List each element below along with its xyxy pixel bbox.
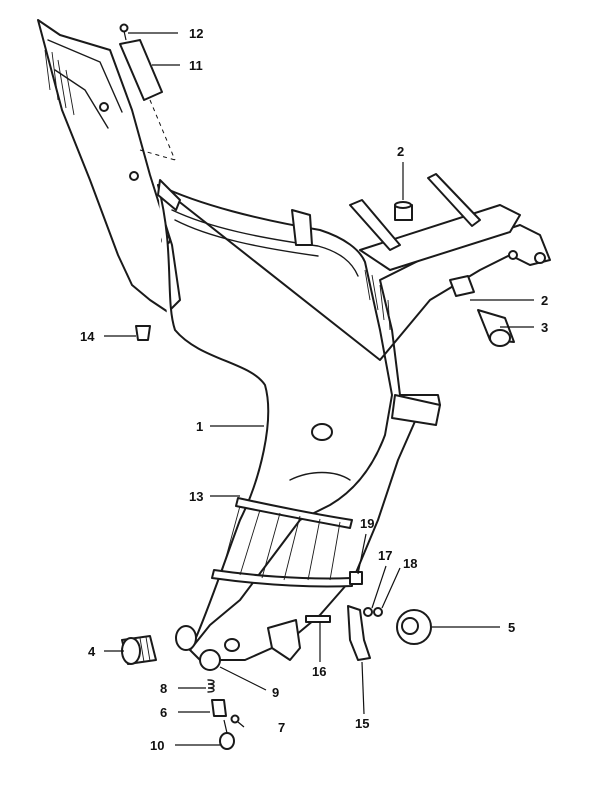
callout-6: 6: [160, 705, 167, 720]
callout-labels: 12 11 2 2 3 14 1 13 19 17 18 5 4 16 9 8 …: [80, 26, 548, 753]
callout-15: 15: [355, 716, 369, 731]
callout-5: 5: [508, 620, 515, 635]
callout-9: 9: [272, 685, 279, 700]
callout-19: 19: [360, 516, 374, 531]
part-12-screw: [119, 23, 129, 41]
part-19-tab: [349, 571, 363, 585]
leader-lines: [104, 32, 534, 746]
part-5-bushing: [396, 609, 432, 645]
callout-16: 16: [312, 664, 326, 679]
part-7-screw: [230, 714, 245, 728]
callout-18: 18: [403, 556, 417, 571]
part-14-clip: [135, 325, 151, 341]
lower-pivot-assembly: [175, 619, 301, 671]
leg-shield-panel: [37, 19, 181, 313]
callout-4: 4: [88, 644, 96, 659]
callout-8: 8: [160, 681, 167, 696]
part-16-bolt: [305, 615, 331, 623]
part-3-sleeve: [477, 309, 515, 347]
callout-11: 11: [189, 58, 203, 73]
callout-1: 1: [196, 419, 203, 434]
callout-10: 10: [150, 738, 164, 753]
right-frame-bracket: [349, 173, 546, 426]
part-15-bracket: [347, 605, 371, 661]
callout-12: 12: [189, 26, 203, 41]
part-2-bushing-right: [449, 275, 475, 297]
part-2-bushing-top: [394, 201, 413, 221]
part-6-nipple: [211, 699, 227, 717]
part-4-threaded-plug: [121, 635, 157, 665]
callout-14: 14: [80, 329, 95, 344]
part-11-strip: [119, 39, 176, 161]
callout-7: 7: [278, 720, 285, 735]
main-frame-body: [157, 179, 551, 661]
part-10-key: [219, 719, 235, 750]
callout-13: 13: [189, 489, 203, 504]
part-13-band: [211, 497, 353, 588]
part-8-spring: [207, 679, 215, 693]
callout-2-top: 2: [397, 144, 404, 159]
callout-17: 17: [378, 548, 392, 563]
callout-2-right: 2: [541, 293, 548, 308]
callout-3: 3: [541, 320, 548, 335]
part-17-18-nuts: [363, 607, 383, 617]
